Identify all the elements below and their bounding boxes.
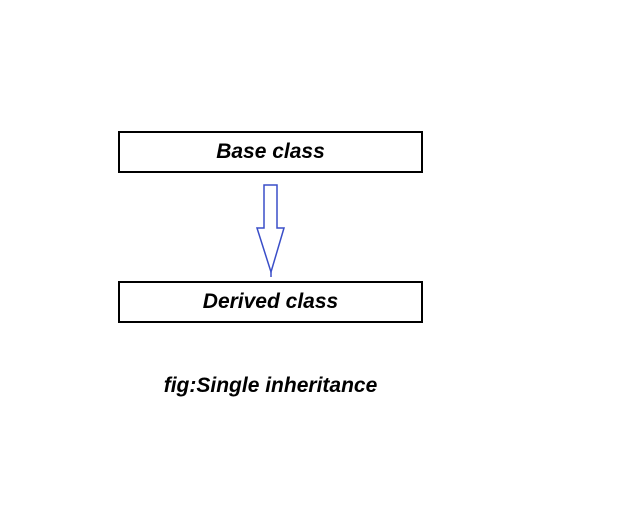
derived-class-node: Derived class [118, 281, 423, 323]
derived-class-label: Derived class [202, 290, 339, 313]
down-block-arrow-shape [255, 184, 286, 275]
base-class-node: Base class [118, 131, 423, 173]
down-block-arrow-svg [255, 184, 286, 277]
inheritance-arrow-icon [250, 180, 294, 280]
figure-caption: fig:Single inheritance [163, 374, 378, 397]
base-class-label: Base class [216, 140, 325, 163]
